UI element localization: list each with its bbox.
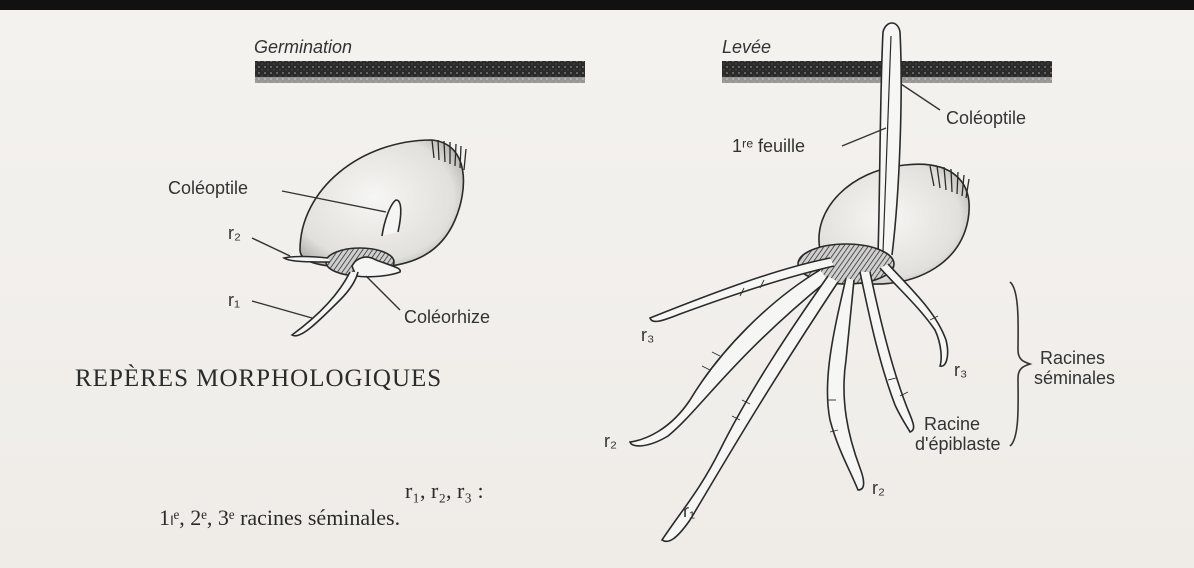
racines-seminales-label-1: Racines (1040, 348, 1105, 369)
seminal-roots-brace (1010, 282, 1030, 446)
racines-seminales-label-2: séminales (1034, 368, 1115, 389)
right-r2-right-label: r₂ (872, 478, 885, 499)
left-coleoptile-label: Coléoptile (168, 178, 248, 199)
racine-epiblaste-label-1: Racine (924, 414, 980, 435)
right-r3-left-label: r₃ (641, 325, 654, 346)
right-r3-right-label: r₃ (954, 360, 967, 381)
left-r2-label: r₂ (228, 223, 241, 244)
left-r1-label: r₁ (228, 290, 240, 311)
levee-title: Levée (722, 37, 771, 58)
legend-line-1: r₁, r₂, r₃ : (405, 478, 484, 504)
page-title: REPÈRES MORPHOLOGIQUES (75, 365, 442, 393)
left-soil-strip (255, 61, 585, 83)
right-r1-label: r₁ (683, 501, 695, 522)
right-r2-left-label: r₂ (604, 431, 617, 452)
first-leaf-label: 1ʳᵉ feuille (732, 136, 805, 157)
right-emerged-seedling (630, 23, 969, 541)
right-coleoptile-label: Coléoptile (946, 108, 1026, 129)
legend-line-2: 1ₗᵉ, 2ᵉ, 3ᵉ racines séminales. (159, 505, 400, 531)
coleorhize-label: Coléorhize (404, 307, 490, 328)
racine-epiblaste-label-2: d'épiblaste (915, 434, 1001, 455)
germination-title: Germination (254, 37, 352, 58)
